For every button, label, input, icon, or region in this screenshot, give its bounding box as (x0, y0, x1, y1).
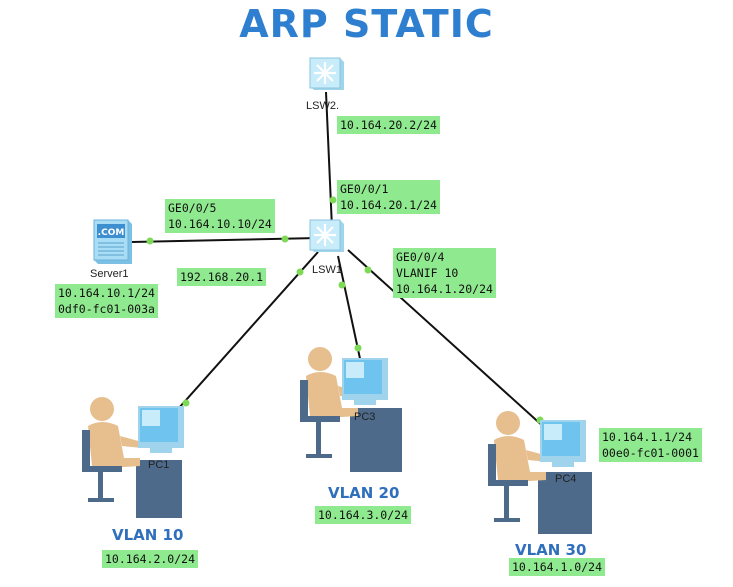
server-link-label: GE0/0/5 10.164.10.10/24 (165, 199, 275, 233)
diagram-title: ARP STATIC (239, 2, 494, 46)
pc3-label: PC3 (354, 411, 376, 423)
server-ip: 10.164.10.1/24 (58, 286, 155, 300)
vlan20-net-label: 10.164.3.0/24 (315, 506, 412, 524)
pc4-info-label: 10.164.1.1/24 00e0-fc01-0001 (599, 428, 702, 462)
pc-user-icon[interactable] (488, 410, 598, 534)
vlan30-title: VLAN 30 (515, 541, 587, 559)
vlan10-net: 10.164.2.0/24 (105, 552, 196, 566)
port-dot (146, 237, 154, 245)
switch-icon[interactable] (306, 214, 346, 256)
port-dot (354, 344, 362, 352)
port-dot (364, 266, 372, 274)
pc4-ip: 10.164.1.1/24 (602, 430, 693, 444)
port-dot (182, 399, 190, 407)
pc4-label: PC4 (555, 473, 577, 485)
link-lsw2-lsw1 (325, 91, 333, 229)
vlan30-net: 10.164.1.0/24 (512, 560, 603, 574)
server-link-port: GE0/0/5 (168, 201, 217, 215)
vlan30-net-label: 10.164.1.0/24 (509, 558, 606, 576)
lsw1-uplink-label: GE0/0/1 10.164.20.1/24 (337, 180, 440, 214)
vlan10-net-label: 10.164.2.0/24 (102, 550, 199, 568)
pc4-mac: 00e0-fc01-0001 (602, 446, 699, 460)
vlan20-title: VLAN 20 (328, 484, 400, 502)
lsw2-label: LSW2. (306, 100, 340, 112)
pc4-link-vlanif: VLANIF 10 (396, 266, 459, 280)
server-screen-text: .COM (98, 228, 125, 238)
pc4-link-port: GE0/0/4 (396, 250, 445, 264)
port-dot (329, 196, 337, 204)
server-link-ip: 10.164.10.10/24 (168, 217, 272, 231)
vlan20-net: 10.164.3.0/24 (318, 508, 409, 522)
pc-user-icon[interactable] (298, 346, 408, 474)
lsw2-ip-label: 10.164.20.2/24 (337, 116, 440, 134)
pc1-label: PC1 (148, 459, 170, 471)
port-dot (281, 235, 289, 243)
pc4-link-ip: 10.164.1.20/24 (396, 282, 493, 296)
server-info-label: 10.164.10.1/24 0df0-fc01-003a (55, 284, 158, 318)
server1-label: Server1 (90, 268, 129, 280)
lsw1-other-ip: 192.168.20.1 (180, 270, 264, 284)
switch-icon[interactable] (306, 52, 346, 94)
server-mac: 0df0-fc01-003a (58, 302, 155, 316)
lsw1-other-ip-label: 192.168.20.1 (177, 268, 267, 286)
lsw1-label: LSW1 (312, 264, 342, 276)
port-dot (296, 268, 304, 276)
pc4-link-label: GE0/0/4 VLANIF 10 10.164.1.20/24 (393, 248, 496, 298)
port-dot (338, 281, 346, 289)
lsw1-up-port: GE0/0/1 (340, 182, 389, 196)
server-icon[interactable]: .COM (88, 216, 134, 266)
vlan10-title: VLAN 10 (112, 526, 184, 544)
link-server1-lsw1 (131, 237, 319, 243)
link-lsw1-pc1 (169, 251, 319, 419)
lsw1-up-ip: 10.164.20.1/24 (340, 198, 437, 212)
lsw2-ip: 10.164.20.2/24 (340, 118, 437, 132)
link-lsw1-pc4 (347, 249, 546, 429)
pc-user-icon[interactable] (80, 396, 190, 518)
